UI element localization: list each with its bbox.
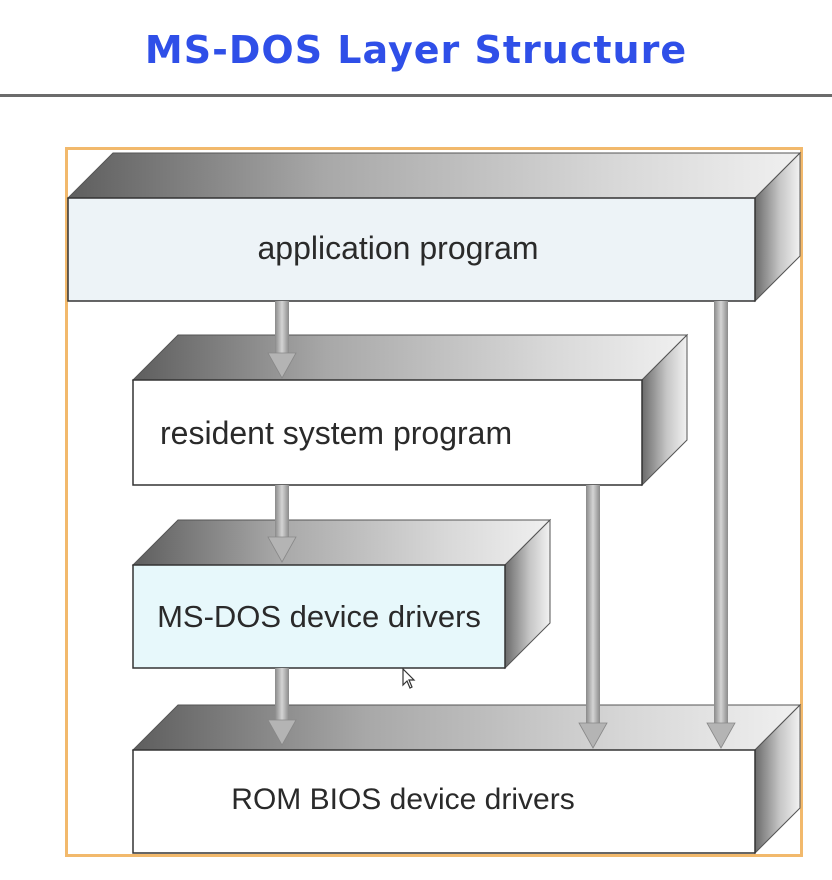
arrow-resident-to-rom-bios — [578, 485, 608, 749]
mouse-pointer-icon — [402, 668, 416, 689]
layer-block-rom-bios — [131, 703, 802, 855]
layer-block-application — [66, 151, 802, 303]
layer-label-msdos-drivers: MS-DOS device drivers — [157, 599, 481, 634]
layer-block-resident — [131, 333, 689, 487]
layer-label-rom-bios: ROM BIOS device drivers — [231, 783, 575, 816]
arrow-msdos-drivers-to-rom-bios — [267, 668, 297, 746]
diagram-frame — [65, 147, 803, 857]
layer-label-application: application program — [257, 230, 539, 266]
arrow-resident-to-msdos-drivers — [267, 485, 297, 563]
arrow-application-to-resident — [267, 301, 297, 379]
arrow-application-to-rom-bios — [706, 301, 736, 749]
layer-block-msdos-drivers — [131, 518, 552, 670]
layer-label-resident: resident system program — [160, 415, 513, 451]
title-divider — [0, 94, 832, 97]
slide-title: MS-DOS Layer Structure — [144, 28, 688, 72]
